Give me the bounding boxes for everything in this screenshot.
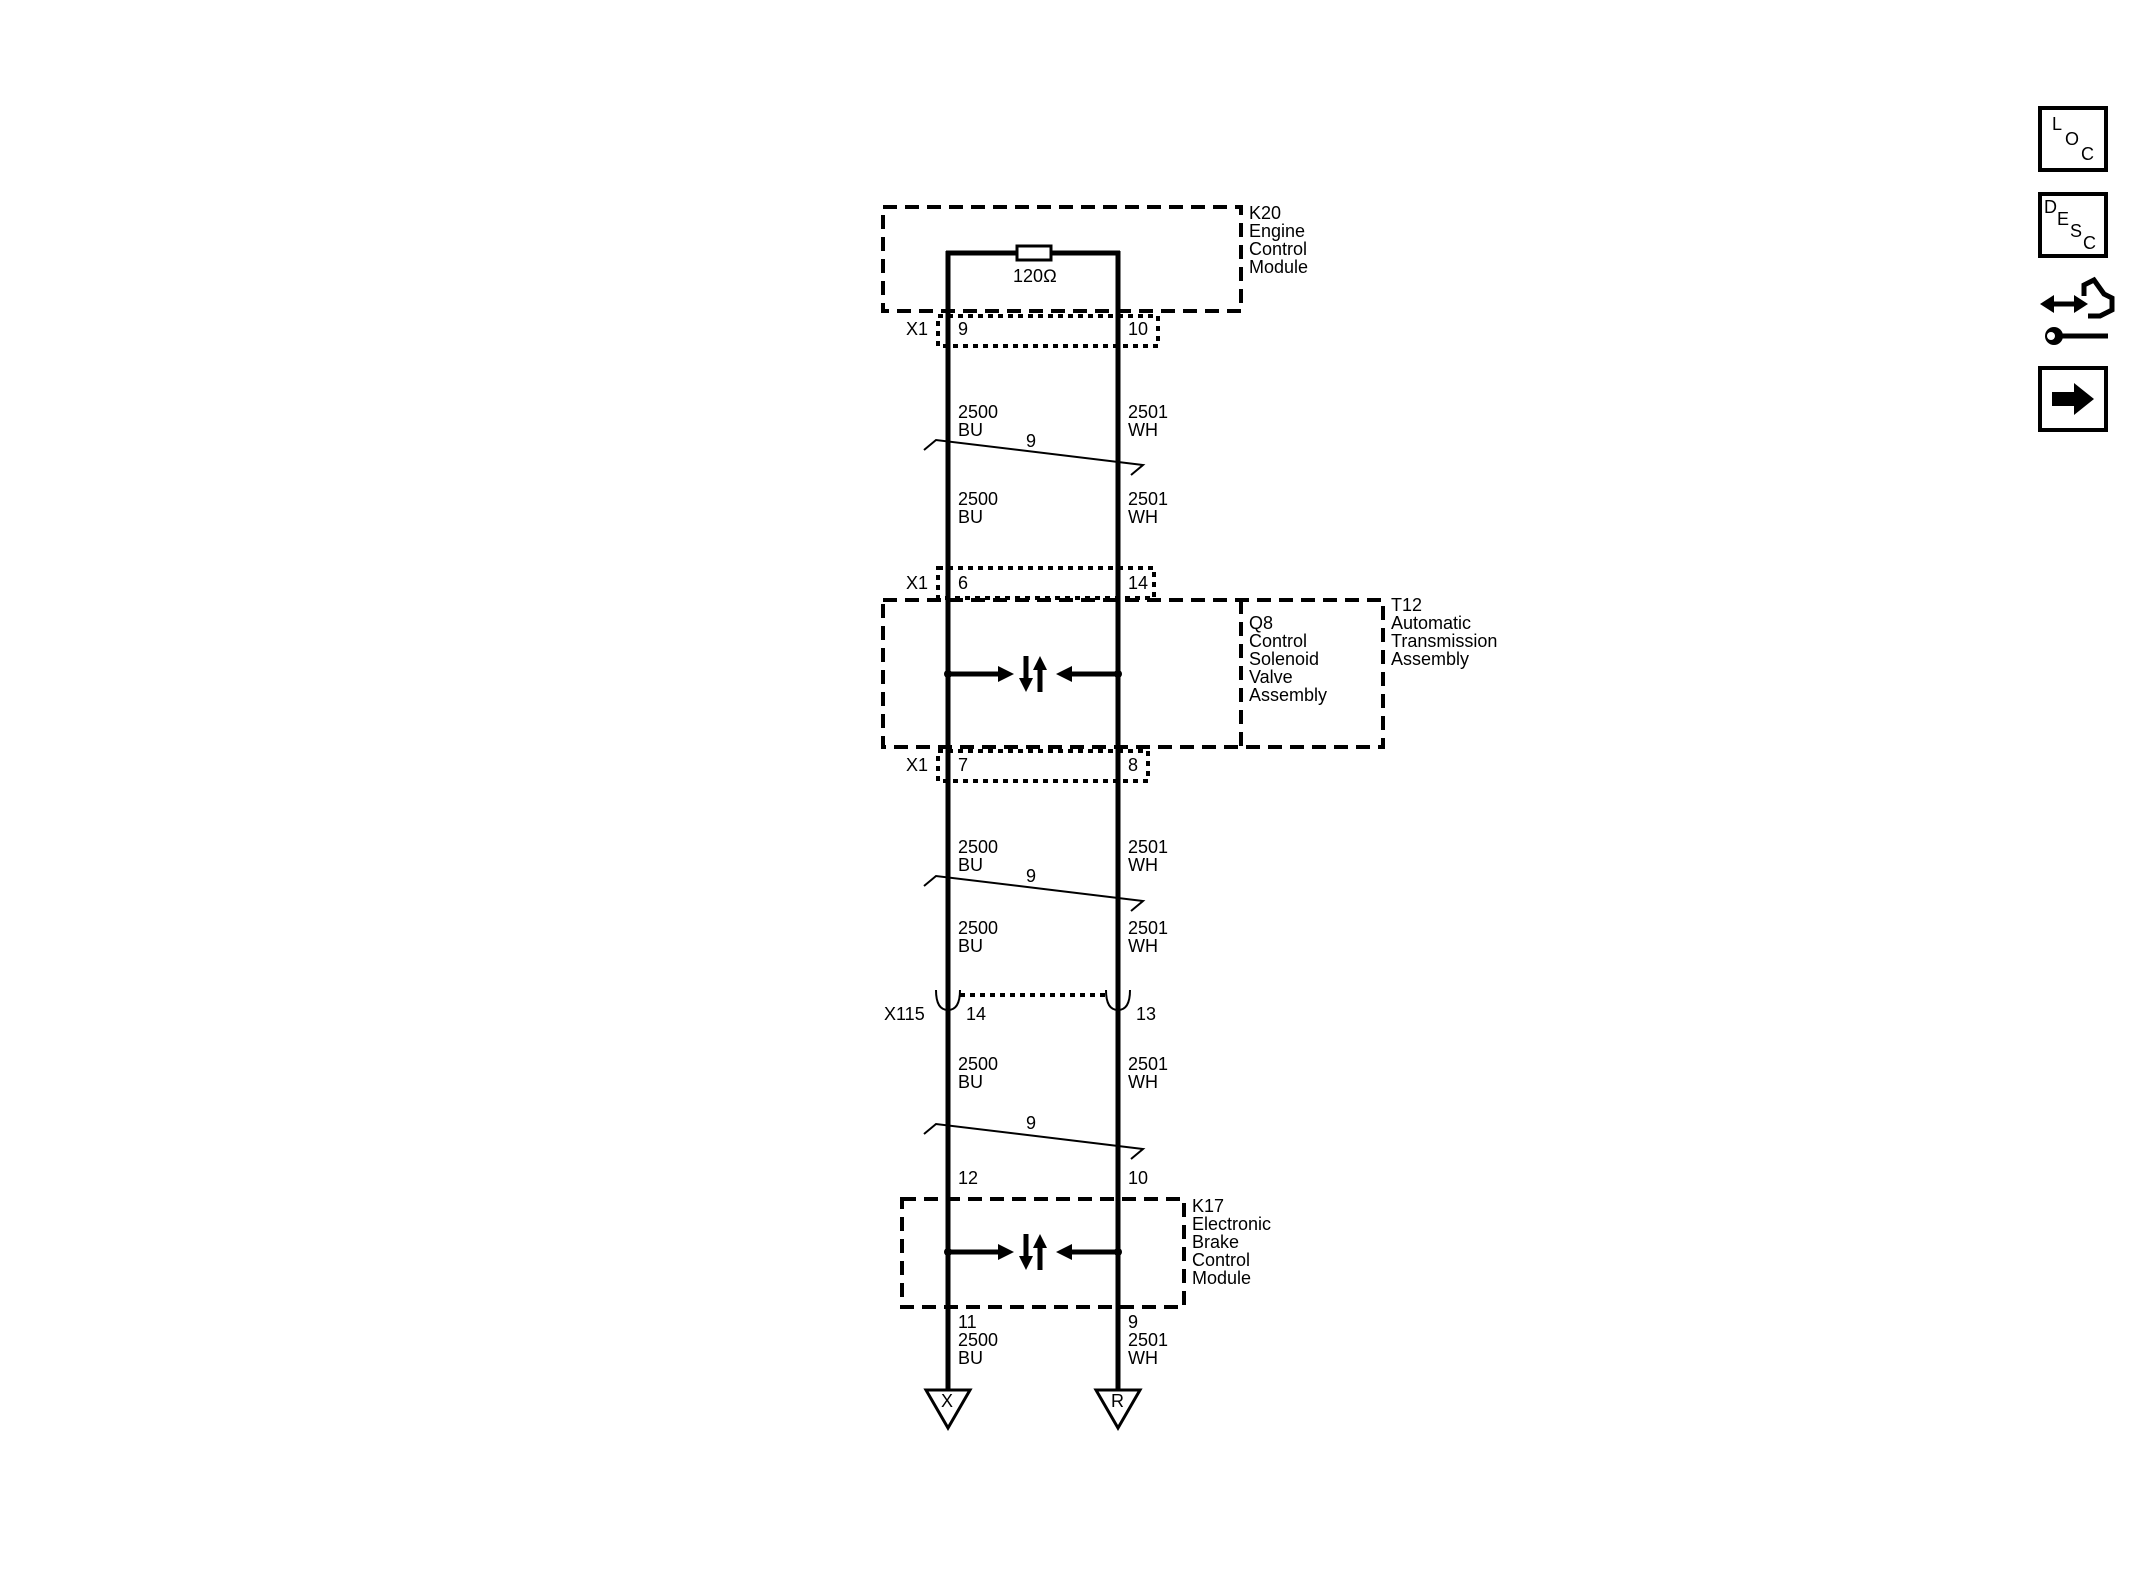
wire-wh-color: WH (1128, 507, 1158, 527)
loc-letter-1: L (2052, 114, 2062, 134)
k20-name-3: Module (1249, 257, 1308, 277)
k17-pin-in-right: 10 (1128, 1168, 1148, 1188)
wire-wh-num: 2501 (1128, 918, 1168, 938)
terminating-resistor (1015, 244, 1053, 262)
q8-name-2: Solenoid (1249, 649, 1319, 669)
x1-mid-pin-left: 6 (958, 573, 968, 593)
right-arrow-icon (2052, 383, 2094, 415)
x1-connector-low (936, 749, 1150, 783)
x1-top-pin-right: 10 (1128, 319, 1148, 339)
k17-pin-out-left: 11 (958, 1312, 977, 1332)
wire-bu-color: BU (958, 1348, 983, 1368)
k17-name-2: Brake (1192, 1232, 1239, 1252)
x115-connector (935, 989, 1131, 1012)
k20-name-1: Engine (1249, 221, 1305, 241)
x1-connector-mid (936, 566, 1156, 600)
k17-pin-out-right: 9 (1128, 1312, 1138, 1332)
k17-pin-in-left: 12 (958, 1168, 978, 1188)
k17-module-outline (900, 1197, 1186, 1309)
wire-bu-num: 2500 (958, 1054, 998, 1074)
q8-name-4: Assembly (1249, 685, 1327, 705)
k20-name-2: Control (1249, 239, 1307, 259)
wire-wh-color: WH (1128, 1072, 1158, 1092)
twist-count: 9 (1026, 1113, 1036, 1133)
wire-bu-color: BU (958, 936, 983, 956)
q8-name-3: Valve (1249, 667, 1293, 687)
desc-letter-4: C (2083, 233, 2096, 253)
terminal-x-link[interactable]: X (923, 1388, 973, 1431)
wire-wh-num: 2501 (1128, 489, 1168, 509)
x1-low-pin-right: 8 (1128, 755, 1138, 775)
x1-top-label: X1 (906, 319, 928, 339)
k17-id: K17 (1192, 1196, 1224, 1216)
wire-wh-num: 2501 (1128, 402, 1168, 422)
t12-name-3: Assembly (1391, 649, 1469, 669)
wire-bu-num: 2500 (958, 837, 998, 857)
wire-wh-color: WH (1128, 936, 1158, 956)
wire-wh-num: 2501 (1128, 837, 1168, 857)
connector-repair-icon (2040, 276, 2115, 345)
x115-pin-left: 14 (966, 1004, 986, 1024)
x1-mid-label: X1 (906, 573, 928, 593)
x1-low-label: X1 (906, 755, 928, 775)
t12-name-2: Transmission (1391, 631, 1497, 651)
desc-letter-2: E (2057, 209, 2069, 229)
terminal-x-label: X (941, 1391, 953, 1411)
q8-data-link-icon (944, 656, 1122, 692)
twisted-pair-symbol (923, 1122, 1146, 1160)
desc-button[interactable]: D E S C (2038, 192, 2108, 258)
resistor-value: 120Ω (1013, 266, 1057, 286)
twist-count: 9 (1026, 431, 1036, 451)
q8-id: Q8 (1249, 613, 1273, 633)
terminal-r-link[interactable]: R (1093, 1388, 1143, 1431)
loc-button[interactable]: L O C (2038, 106, 2108, 172)
t12-assembly-outline (881, 598, 1385, 749)
k17-name-3: Control (1192, 1250, 1250, 1270)
x1-top-pin-left: 9 (958, 319, 968, 339)
wire-bu-num: 2500 (958, 402, 998, 422)
loc-letter-2: O (2065, 129, 2079, 149)
next-page-button[interactable] (2038, 366, 2108, 432)
terminal-r-label: R (1111, 1391, 1124, 1411)
desc-letter-3: S (2070, 221, 2082, 241)
loc-letter-3: C (2081, 144, 2094, 164)
wire-bu-num: 2500 (958, 918, 998, 938)
twisted-pair-symbol (923, 874, 1146, 912)
twist-count: 9 (1026, 866, 1036, 886)
x115-pin-right: 13 (1136, 1004, 1156, 1024)
twisted-pair-symbol (923, 438, 1146, 476)
k17-data-link-icon (944, 1234, 1122, 1270)
connector-repair-button[interactable] (2040, 276, 2115, 345)
wire-bu-color: BU (958, 855, 983, 875)
x1-connector-top (936, 314, 1160, 348)
k20-module-outline (881, 205, 1243, 313)
k20-id: K20 (1249, 203, 1281, 223)
x1-low-pin-left: 7 (958, 755, 968, 775)
wire-wh-num: 2501 (1128, 1330, 1168, 1350)
t12-id: T12 (1391, 595, 1422, 615)
x115-label: X115 (884, 1004, 925, 1024)
wire-bu-color: BU (958, 507, 983, 527)
wire-wh-color: WH (1128, 420, 1158, 440)
wire-bu-color: BU (958, 1072, 983, 1092)
wire-wh-color: WH (1128, 855, 1158, 875)
q8-name-1: Control (1249, 631, 1307, 651)
wire-wh-num: 2501 (1128, 1054, 1168, 1074)
k17-name-4: Module (1192, 1268, 1251, 1288)
wire-bu-color: BU (958, 420, 983, 440)
desc-letter-1: D (2044, 197, 2057, 217)
wire-bu-num: 2500 (958, 489, 998, 509)
x1-mid-pin-right: 14 (1128, 573, 1148, 593)
wire-bu-num: 2500 (958, 1330, 998, 1350)
t12-name-1: Automatic (1391, 613, 1471, 633)
wire-wh-color: WH (1128, 1348, 1158, 1368)
k17-name-1: Electronic (1192, 1214, 1271, 1234)
